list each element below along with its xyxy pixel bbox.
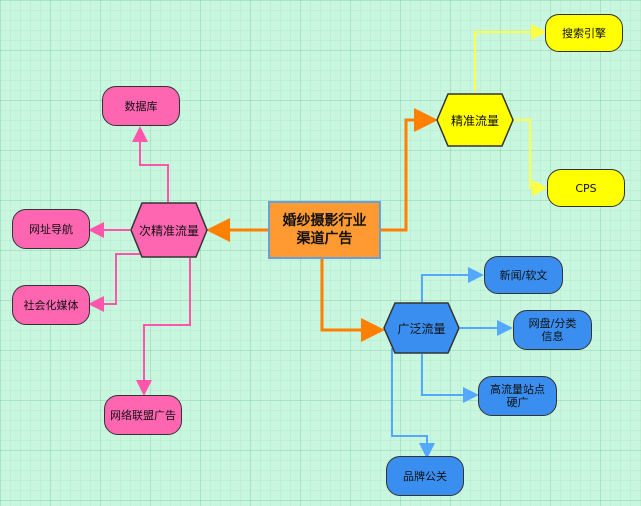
netdisk-label: 网盘/分类信息 [528, 317, 577, 343]
edge-broad-hardad [421, 354, 479, 403]
ad-alliance-label: 网络联盟广告 [110, 408, 176, 422]
web-navigation-label: 网址导航 [29, 222, 73, 236]
node-social-media[interactable]: 社会化媒体 [12, 285, 90, 325]
edge-sub-social [88, 253, 148, 312]
edge-center-broad [320, 259, 385, 342]
node-sub-precise-traffic[interactable]: 次精准流量 [130, 202, 208, 258]
sub-precise-label: 次精准流量 [138, 223, 199, 238]
database-label: 数据库 [124, 99, 158, 113]
news-label: 新闻/软文 [499, 268, 548, 282]
node-netdisk-classified[interactable]: 网盘/分类信息 [513, 310, 592, 350]
social-media-label: 社会化媒体 [23, 298, 79, 312]
center-title: 婚纱摄影行业 渠道广告 [282, 213, 367, 247]
hard-ad-label: 高流量站点硬广 [490, 383, 545, 409]
edge-precise-cps [514, 119, 548, 196]
node-news-softarticle[interactable]: 新闻/软文 [484, 256, 563, 294]
node-search-engine[interactable]: 搜索引擎 [545, 14, 623, 52]
node-ad-alliance[interactable]: 网络联盟广告 [104, 395, 182, 435]
cps-label: CPS [575, 181, 597, 195]
node-cps[interactable]: CPS [547, 169, 625, 207]
edge-center-precise [381, 108, 438, 232]
broad-label: 广泛流量 [397, 321, 446, 336]
node-web-navigation[interactable]: 网址导航 [12, 209, 90, 249]
edge-precise-search [474, 24, 547, 93]
edge-broad-news [421, 267, 484, 302]
search-engine-label: 搜索引擎 [562, 26, 606, 40]
node-high-traffic-hard-ad[interactable]: 高流量站点硬广 [478, 376, 557, 416]
node-precise-traffic[interactable]: 精准流量 [436, 93, 514, 147]
node-database[interactable]: 数据库 [102, 86, 180, 126]
node-brand-pr[interactable]: 品牌公关 [386, 456, 464, 496]
center-node[interactable]: 婚纱摄影行业 渠道广告 [268, 201, 381, 259]
precise-label: 精准流量 [450, 113, 499, 128]
edge-sub-alliance [136, 258, 191, 396]
edge-sub-database [132, 126, 169, 202]
edge-broad-pr [391, 348, 435, 459]
node-broad-traffic[interactable]: 广泛流量 [383, 302, 460, 354]
brand-pr-label: 品牌公关 [403, 469, 447, 483]
